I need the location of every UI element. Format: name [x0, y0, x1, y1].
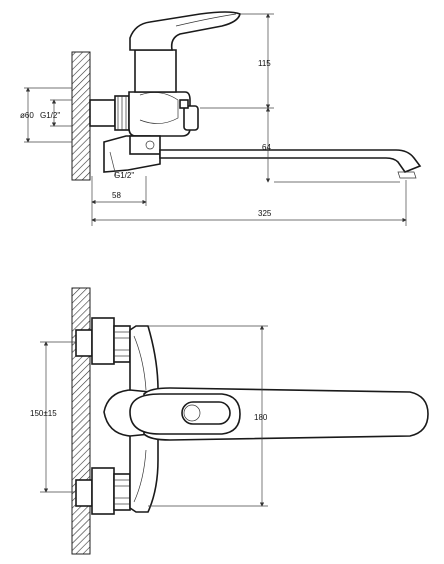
side-eccentric-fitting [89, 99, 116, 127]
side-spout [159, 149, 422, 173]
dim-spout-height-label: 180 [254, 413, 268, 422]
dim-thread-top-label: G1/2" [40, 111, 60, 120]
side-diverter [183, 105, 199, 131]
side-cartridge-column [134, 49, 177, 93]
dim-diameter-label: ø60 [20, 111, 34, 120]
side-mixer-body [128, 91, 191, 137]
dim-length-label: 325 [258, 209, 272, 218]
front-top-nut [113, 325, 131, 363]
front-wall [71, 287, 91, 555]
side-lever-handle [129, 11, 241, 51]
front-view: 180 150±15 [30, 287, 429, 555]
side-view: 115 64 ø60 G1/2" G1/2" 58 325 [20, 11, 422, 226]
dim-spout-drop-label: 64 [262, 143, 271, 152]
front-lever-slot [181, 401, 231, 425]
dim-height-label: 115 [258, 59, 271, 68]
front-bottom-eccentric [75, 479, 93, 507]
front-top-eccentric [75, 329, 93, 357]
dim-wall-offset-label: 58 [112, 191, 121, 200]
dim-thread-bottom-label: G1/2" [114, 171, 134, 180]
front-bottom-nut [113, 473, 131, 511]
side-wall [71, 51, 91, 181]
dim-spacing-label: 150±15 [30, 409, 57, 418]
